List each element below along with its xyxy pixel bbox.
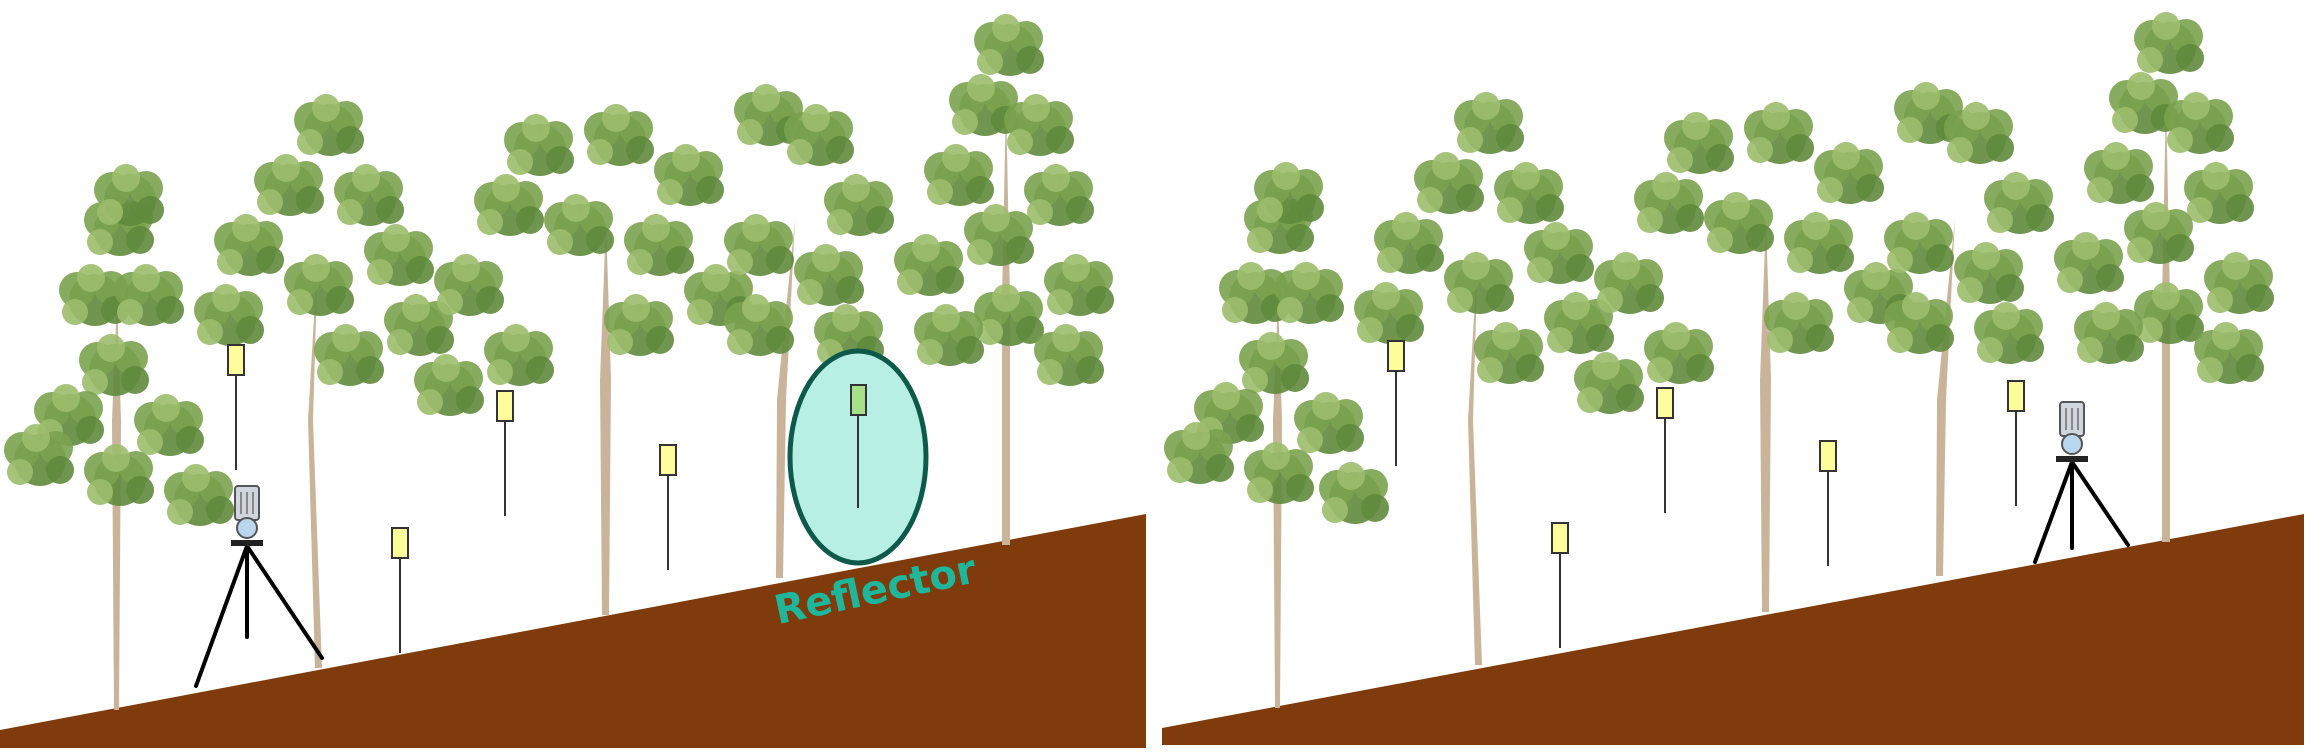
tree (1574, 102, 1914, 612)
reflector-target-icon (659, 444, 677, 571)
reflector-target-icon (1387, 340, 1405, 467)
tree (2054, 12, 2274, 542)
ground-slope (0, 514, 1146, 748)
tree (724, 84, 894, 578)
laser-scanner-icon (2033, 401, 2130, 564)
tree (414, 104, 754, 615)
reflector-target-icon (1819, 440, 1837, 567)
highlighted-reflector-target-icon (850, 384, 867, 508)
tree (1354, 92, 1614, 665)
reflector-target-icon (496, 390, 514, 517)
tree (194, 94, 454, 668)
laser-scanner-icon (194, 485, 324, 688)
right-panel (1162, 12, 2304, 745)
tree (1884, 82, 2054, 576)
ground-slope (1162, 514, 2304, 745)
reflector-target-icon (227, 344, 245, 471)
reflector-target-icon (391, 527, 409, 654)
tree (1164, 162, 1389, 708)
reflector-target-icon (1551, 522, 1569, 649)
tree (894, 14, 1114, 545)
reflector-target-icon (1656, 387, 1674, 514)
tree (4, 164, 234, 710)
left-panel: Reflector (0, 14, 1146, 748)
reflector-target-icon (2007, 380, 2025, 507)
